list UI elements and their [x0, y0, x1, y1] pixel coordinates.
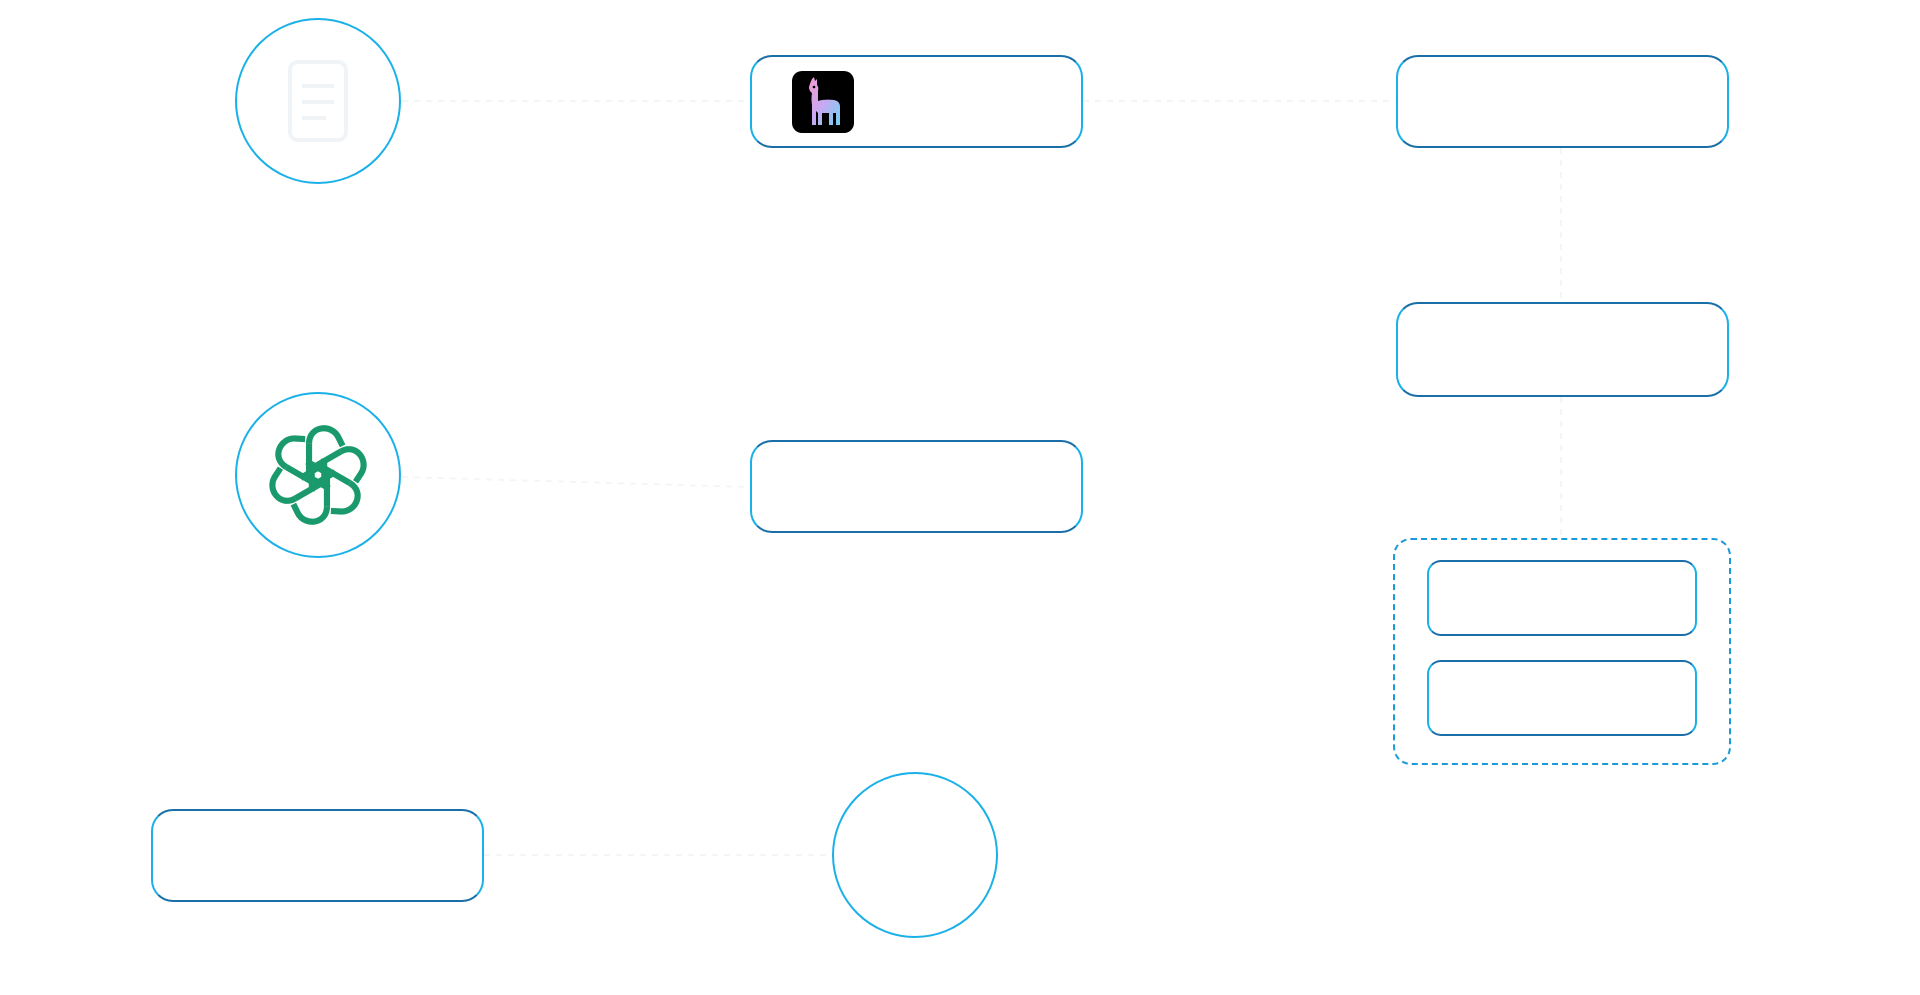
- openai-logo-icon: [269, 425, 367, 525]
- group-item-2-node[interactable]: [1427, 660, 1697, 736]
- bottom-left-node[interactable]: [151, 809, 484, 902]
- grouped-nodes-container: [1393, 538, 1731, 765]
- openai-node[interactable]: [235, 392, 401, 558]
- right-middle-node[interactable]: [1396, 302, 1729, 397]
- llama-node[interactable]: [750, 55, 1083, 148]
- right-top-node[interactable]: [1396, 55, 1729, 148]
- group-item-1-node[interactable]: [1427, 560, 1697, 636]
- bottom-circle-node[interactable]: [832, 772, 998, 938]
- document-node[interactable]: [235, 18, 401, 184]
- middle-node[interactable]: [750, 440, 1083, 533]
- document-icon: [288, 60, 348, 142]
- connector-openai-to-middle: [401, 476, 751, 488]
- llama-logo-icon: [792, 70, 854, 133]
